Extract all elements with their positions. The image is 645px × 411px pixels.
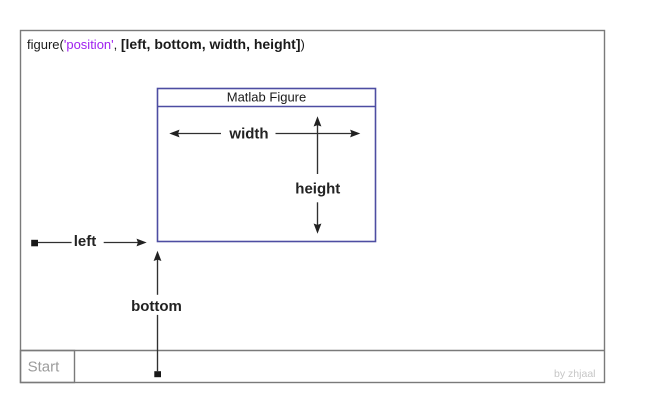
svg-text:width: width [228, 126, 268, 143]
svg-text:left: left [74, 233, 97, 250]
svg-text:height: height [295, 181, 340, 198]
svg-text:figure('position', [left, bott: figure('position', [left, bottom, width,… [27, 36, 305, 52]
svg-text:Start: Start [28, 358, 61, 375]
svg-text:by zhjaal: by zhjaal [554, 368, 595, 380]
svg-text:bottom: bottom [131, 298, 182, 315]
svg-text:Matlab Figure: Matlab Figure [227, 89, 306, 104]
